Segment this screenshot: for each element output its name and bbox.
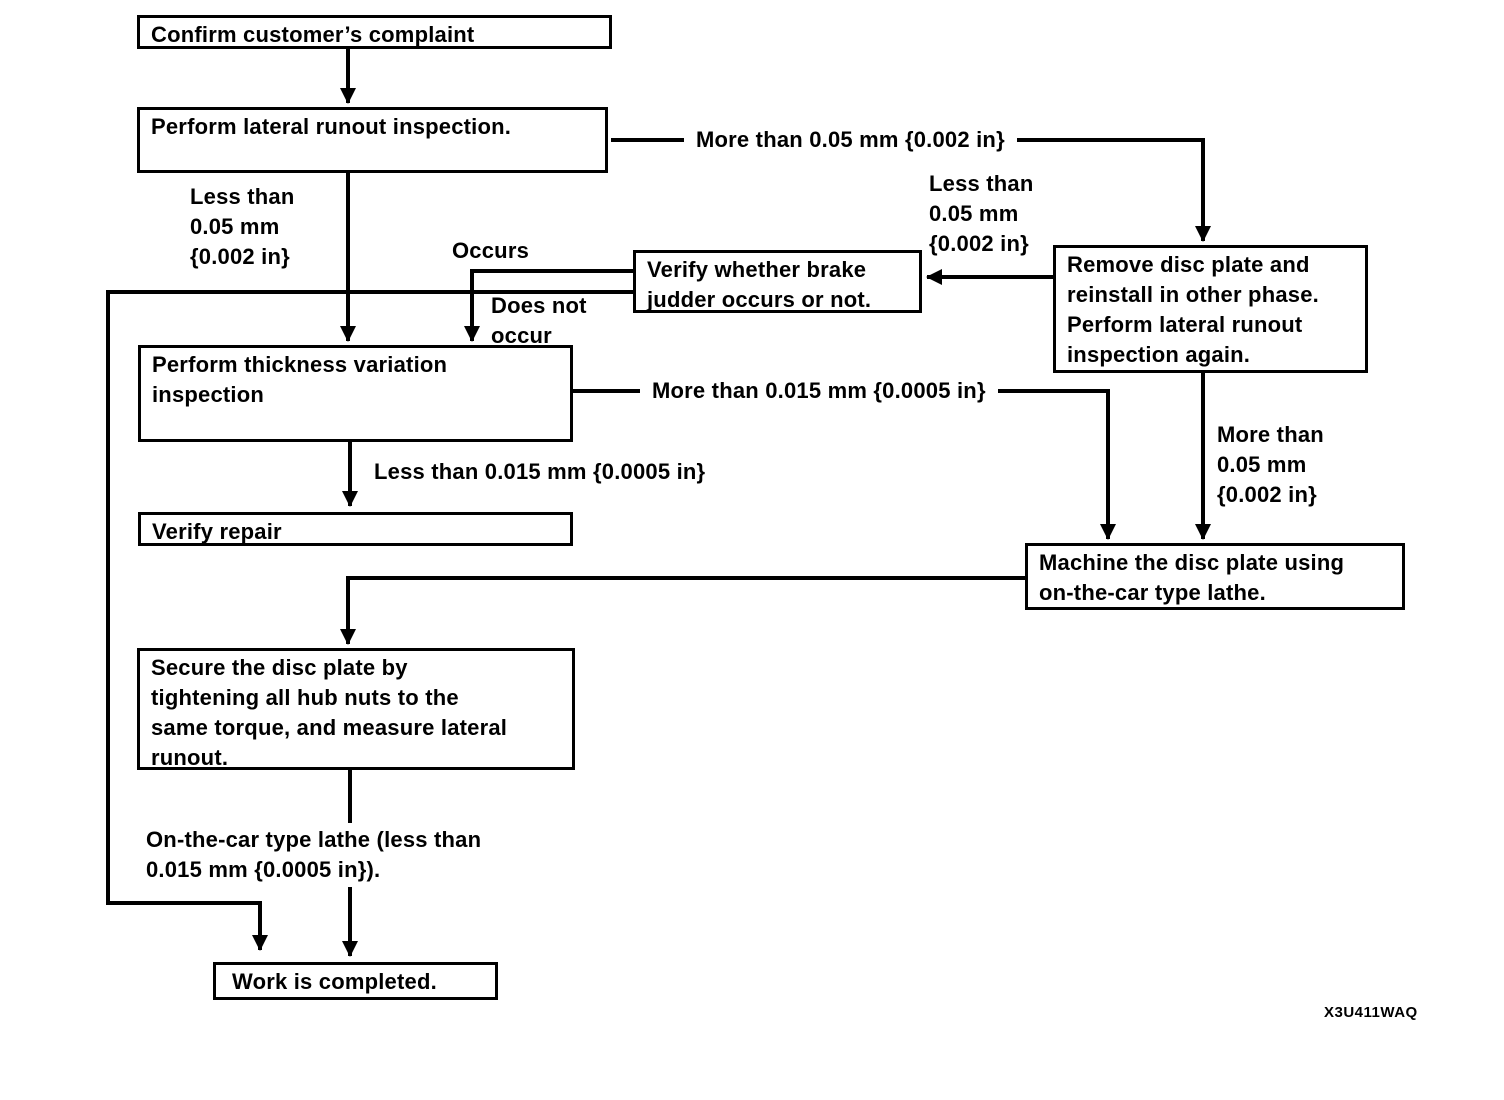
edge-label-less-than-005-left: Less than 0.05 mm {0.002 in} (190, 184, 295, 269)
edge-label-more-than-005-top: More than 0.05 mm {0.002 in} (684, 125, 1017, 155)
edge-label-occurs: Occurs (452, 238, 530, 263)
edge-label-more-than-005-right: More than 0.05 mm {0.002 in} (1217, 422, 1324, 507)
flowchart-box-secure-disc-plate: Secure the disc plate by tightening all … (137, 648, 575, 770)
edge-label-more-than-0015: More than 0.015 mm {0.0005 in} (640, 376, 998, 406)
arrow-verify-judder-occurs-to-thickness (464, 269, 633, 342)
flowchart-box-lateral-runout-inspection: Perform lateral runout inspection. (137, 107, 608, 173)
flowchart-box-confirm-complaint: Confirm customer’s complaint (137, 15, 612, 49)
flowchart-box-thickness-variation-inspection: Perform thickness variation inspection (138, 345, 573, 442)
flowchart-box-work-completed: Work is completed. (213, 962, 498, 1000)
flowchart-box-verify-brake-judder: Verify whether brake judder occurs or no… (633, 250, 922, 313)
flowchart-box-remove-reinstall-disc: Remove disc plate and reinstall in other… (1053, 245, 1368, 373)
edge-label-less-than-0015: Less than 0.015 mm {0.0005 in} (374, 459, 706, 484)
figure-code: X3U411WAQ (1324, 1004, 1418, 1021)
arrow-verify-judder-not-occur-to-work (106, 290, 633, 951)
edge-label-on-car-lathe-note: On-the-car type lathe (less than 0.015 m… (140, 823, 488, 887)
flowchart-box-machine-disc-plate: Machine the disc plate using on-the-car … (1025, 543, 1405, 610)
arrow-lateral-to-remove (611, 138, 1211, 242)
arrow-machine-to-secure (340, 576, 1025, 645)
edge-label-less-than-005-right: Less than 0.05 mm {0.002 in} (929, 171, 1034, 256)
flowchart-box-verify-repair: Verify repair (138, 512, 573, 546)
edge-label-does-not-occur: Does not occur (491, 293, 587, 348)
